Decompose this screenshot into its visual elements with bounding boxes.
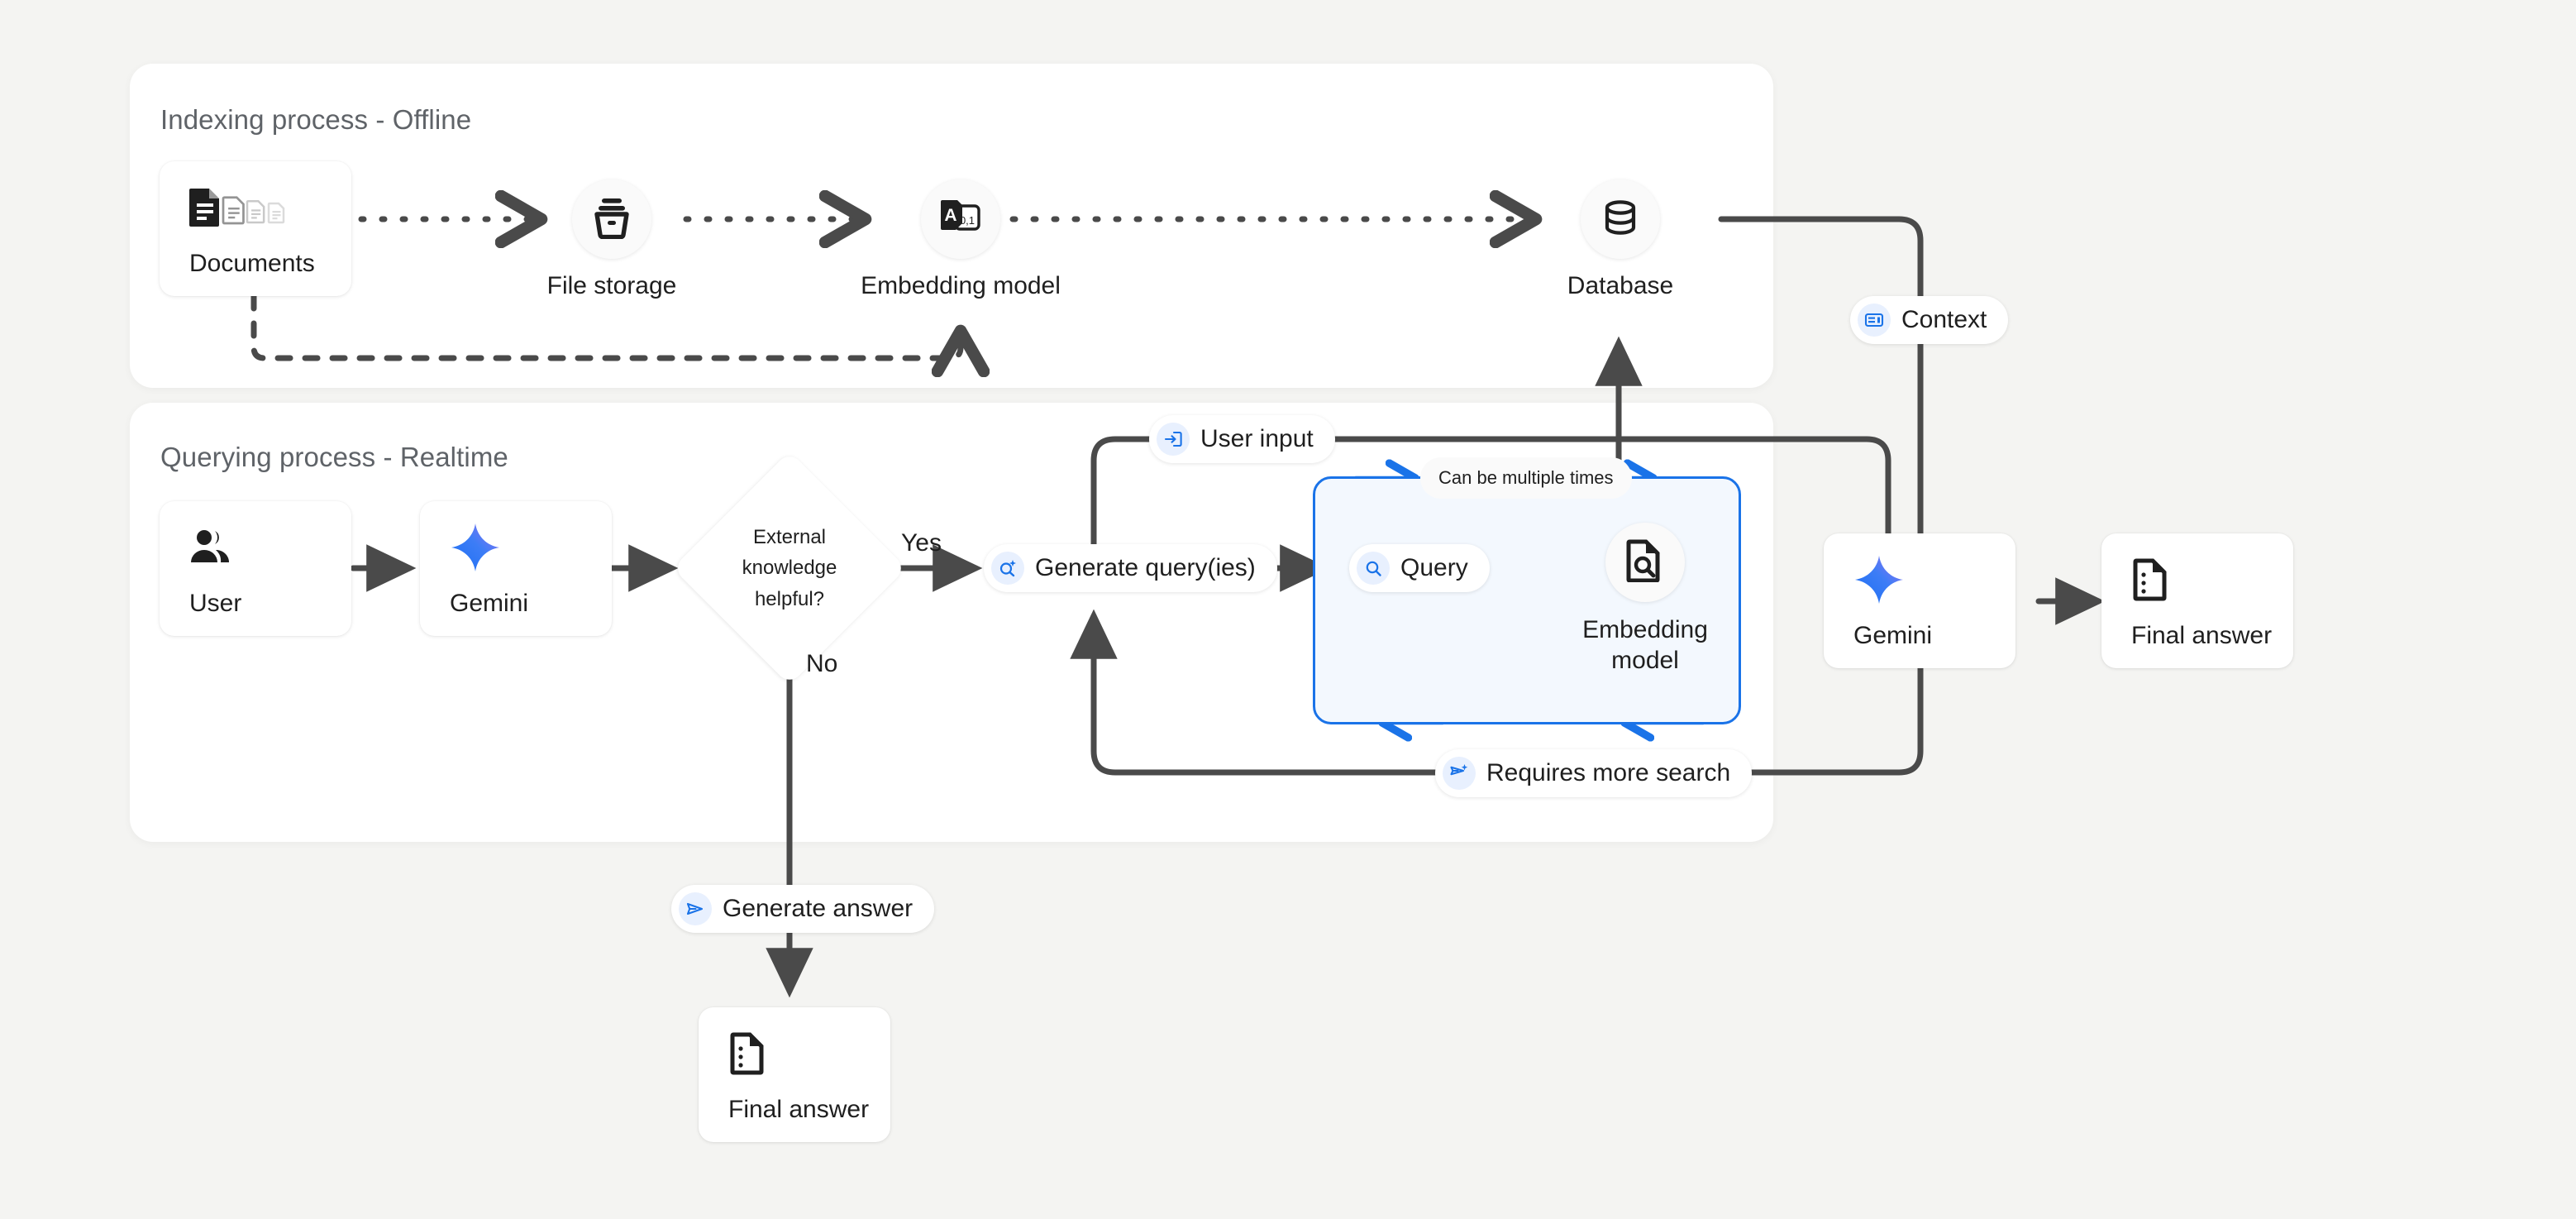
pill-requires-more-search[interactable]: Requires more search (1435, 749, 1753, 797)
node-embedding-model-label: Embedding model (861, 272, 1061, 299)
pill-query[interactable]: Query (1349, 544, 1490, 592)
node-gemini[interactable]: Gemini (420, 501, 612, 636)
diamond-text: External knowledge helpful? (742, 522, 837, 614)
node-documents[interactable]: Documents (160, 161, 351, 296)
node-database-label: Database (1567, 272, 1674, 299)
embedding-model-icon: 0,1 A (937, 196, 984, 243)
node-documents-label: Documents (189, 249, 315, 277)
user-group-icon (189, 520, 236, 575)
diamond-line-3: helpful? (754, 587, 825, 610)
node-gemini-label: Gemini (450, 589, 529, 617)
loop-note-label: Can be multiple times (1438, 467, 1614, 488)
loop-note: Can be multiple times (1420, 457, 1632, 499)
panel-indexing-title: Indexing process - Offline (160, 104, 472, 135)
pill-generate-answer[interactable]: Generate answer (671, 885, 935, 933)
gemini-sparkle-icon (1853, 552, 1905, 607)
node-gemini-2-label: Gemini (1853, 621, 1933, 649)
node-final-answer-2-label: Final answer (728, 1095, 870, 1123)
embedding-model-query-circle (1605, 523, 1685, 602)
diamond-line-1: External (752, 526, 827, 549)
svg-text:0,1: 0,1 (960, 214, 975, 227)
pill-query-label: Query (1400, 554, 1468, 581)
panel-querying-title: Querying process - Realtime (160, 442, 508, 472)
database-circle (1581, 179, 1660, 259)
file-storage-circle (572, 179, 651, 259)
context-icon (1858, 304, 1891, 337)
node-file-storage-label: File storage (546, 272, 677, 299)
node-user-label: User (189, 589, 242, 617)
node-embedding-model[interactable]: 0,1 A Embedding model (861, 179, 1061, 300)
node-user[interactable]: User (160, 501, 351, 636)
node-file-storage[interactable]: File storage (533, 179, 690, 300)
node-embedding-model-query-label: Embedding model (1582, 616, 1708, 674)
pill-context[interactable]: Context (1850, 296, 2009, 344)
final-answer-icon (2131, 552, 2171, 607)
node-final-answer-label: Final answer (2131, 621, 2273, 649)
gemini-sparkle-icon (450, 520, 501, 575)
documents-icon (189, 180, 305, 235)
doc-search-icon (1625, 539, 1665, 586)
pill-context-label: Context (1901, 306, 1987, 333)
pill-requires-more-search-label: Requires more search (1486, 759, 1731, 786)
database-icon (1600, 197, 1641, 242)
diamond-line-2: knowledge (742, 557, 837, 580)
embedding-model-circle: 0,1 A (921, 179, 1000, 259)
node-final-answer-2[interactable]: Final answer (699, 1007, 890, 1142)
send-icon (679, 892, 712, 925)
pill-generate-queries-label: Generate query(ies) (1035, 554, 1256, 581)
pill-user-input[interactable]: User input (1149, 415, 1335, 463)
node-gemini-2[interactable]: Gemini (1824, 533, 2015, 668)
file-storage-icon (591, 196, 632, 243)
node-final-answer[interactable]: Final answer (2101, 533, 2293, 668)
pill-generate-queries[interactable]: Generate query(ies) (984, 544, 1277, 592)
branch-label-no: No (806, 650, 838, 677)
pill-user-input-label: User input (1200, 425, 1314, 452)
final-answer-icon (728, 1026, 768, 1081)
node-embedding-model-query[interactable]: Embedding model (1567, 523, 1724, 676)
node-external-knowledge-decision[interactable]: External knowledge helpful? (672, 451, 907, 686)
svg-text:A: A (944, 206, 956, 225)
search-sparkle-icon (991, 552, 1024, 585)
pill-generate-answer-label: Generate answer (723, 895, 914, 922)
send-sparkle-icon (1443, 757, 1476, 790)
search-icon (1357, 552, 1390, 585)
node-database[interactable]: Database (1542, 179, 1699, 300)
user-input-icon (1157, 423, 1190, 456)
branch-label-yes: Yes (901, 529, 942, 557)
